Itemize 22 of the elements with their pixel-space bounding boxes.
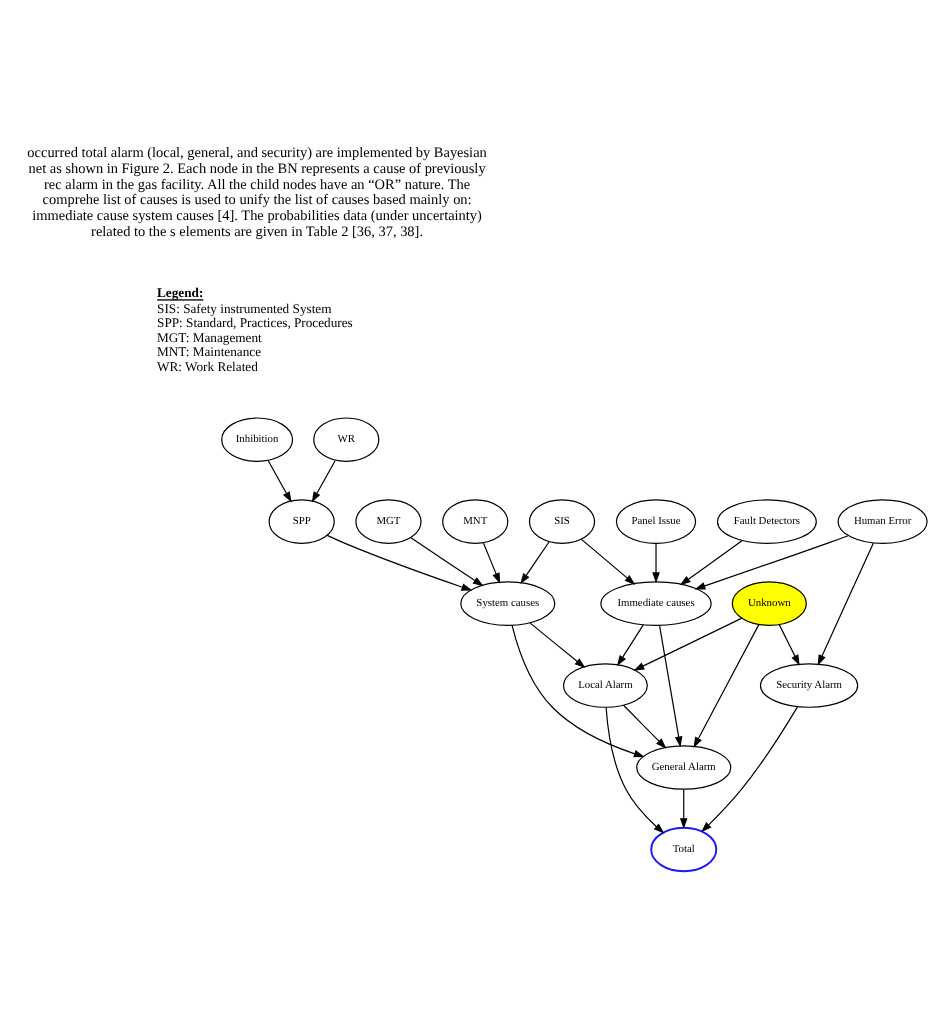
arrow bbox=[529, 621, 586, 668]
arrow bbox=[633, 616, 743, 670]
arrow bbox=[652, 542, 660, 583]
arrow bbox=[693, 623, 760, 747]
arrow bbox=[520, 540, 550, 584]
arrow bbox=[326, 533, 473, 590]
arrow bbox=[679, 788, 688, 829]
arrow bbox=[694, 534, 849, 589]
arrow bbox=[679, 538, 743, 585]
arrow bbox=[817, 541, 875, 665]
arrow bbox=[605, 705, 665, 833]
arrow bbox=[410, 536, 484, 586]
arrow bbox=[580, 537, 636, 584]
arrow bbox=[482, 541, 501, 583]
arrow bbox=[511, 623, 645, 757]
arrow bbox=[778, 623, 800, 665]
arrow bbox=[658, 623, 683, 747]
arrow bbox=[267, 458, 292, 502]
arrow bbox=[617, 623, 644, 666]
arrow bbox=[622, 703, 667, 748]
arrow bbox=[701, 705, 799, 832]
arrow bbox=[311, 458, 336, 502]
